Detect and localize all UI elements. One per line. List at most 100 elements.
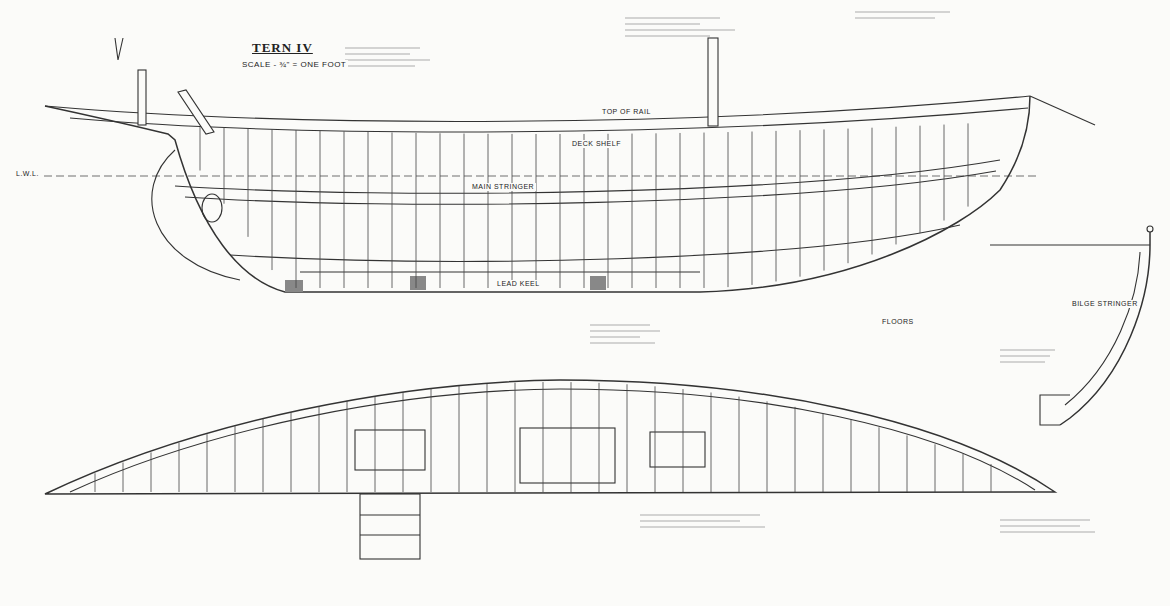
ballast-block <box>410 276 426 290</box>
deck-line <box>70 108 1028 132</box>
waterline-label: L.W.L. <box>14 170 41 178</box>
ballast-block <box>285 280 303 292</box>
deck-beam <box>711 392 712 492</box>
ballast-block <box>590 276 606 290</box>
frame-line <box>248 128 249 236</box>
deck-beam <box>991 464 992 492</box>
deck-beam <box>823 413 824 492</box>
deck-beam <box>571 382 572 492</box>
frames <box>200 123 968 288</box>
frame-line <box>704 133 705 288</box>
sheer-clamp <box>70 389 1035 492</box>
part-label: LEAD KEEL <box>495 280 542 288</box>
deck-beam <box>263 419 264 492</box>
frame-line <box>944 125 945 221</box>
note-blocks <box>345 12 1095 532</box>
frame-line <box>440 133 441 288</box>
deck-beam <box>515 383 516 492</box>
deck-beam <box>907 435 908 492</box>
frame-line <box>800 130 801 276</box>
bilge-stringer <box>230 225 960 261</box>
frame-line <box>968 123 969 206</box>
companionway-steps <box>360 515 420 535</box>
frame-line <box>200 127 201 171</box>
deck-beam <box>655 386 656 492</box>
frame-line <box>752 132 753 285</box>
part-label: FLOORS <box>880 318 916 326</box>
mainmast <box>708 38 718 126</box>
part-label: DECK SHELF <box>570 140 623 148</box>
deck-beam <box>179 443 180 492</box>
deck-beam <box>963 454 964 492</box>
deck-beam <box>123 462 124 492</box>
flag-staff <box>115 38 123 60</box>
frame-line <box>920 126 921 233</box>
deck-beam <box>683 389 684 492</box>
section-keel <box>1040 395 1070 425</box>
deck-beam <box>375 396 376 492</box>
frame-line <box>680 133 681 288</box>
frame-line <box>656 133 657 288</box>
frame-line <box>224 128 225 204</box>
scale-note: SCALE - ¾" = ONE FOOT <box>240 60 348 70</box>
hatch <box>355 430 425 470</box>
section-frame <box>1065 252 1140 405</box>
section-hull <box>1060 232 1150 425</box>
deck-beam <box>935 444 936 492</box>
deck-beam <box>879 427 880 492</box>
stringer <box>175 160 1000 193</box>
frame-line <box>536 134 537 288</box>
rail-cap <box>1147 226 1153 232</box>
frame-line <box>392 132 393 288</box>
frame-line <box>560 134 561 288</box>
frame-line <box>416 133 417 288</box>
frame-line <box>896 127 897 245</box>
bowsprit <box>1030 96 1095 125</box>
deck-beam <box>95 473 96 492</box>
deck-beams <box>95 382 991 492</box>
deck-beam <box>291 412 292 492</box>
deck-beam <box>347 401 348 492</box>
deck-beam <box>543 382 544 492</box>
deck-beam <box>151 452 152 492</box>
frame-line <box>368 132 369 288</box>
midship-section <box>990 226 1153 425</box>
keel-line <box>300 271 700 272</box>
frame-line <box>488 134 489 288</box>
frame-line <box>608 134 609 288</box>
cabin-opening <box>520 428 615 483</box>
deck-beam <box>207 434 208 492</box>
deck-plan <box>45 380 1055 559</box>
frame-line <box>824 129 825 270</box>
deck-beam <box>627 384 628 492</box>
frame-line <box>776 131 777 282</box>
rudder-outline <box>152 150 240 280</box>
frame-line <box>728 132 729 287</box>
deck-beam <box>459 386 460 492</box>
frame-line <box>296 130 297 288</box>
companionway <box>360 494 420 559</box>
hull-outline <box>45 96 1030 292</box>
frame-line <box>320 131 321 288</box>
deck-beam <box>431 389 432 492</box>
part-label: TOP OF RAIL <box>600 108 653 116</box>
deck-beam <box>739 397 740 492</box>
hull-profile <box>20 38 1095 292</box>
deck-outline <box>45 380 1055 494</box>
deck-beam <box>795 407 796 492</box>
deck-beam <box>487 384 488 492</box>
frame-line <box>344 131 345 288</box>
frame-line <box>584 134 585 288</box>
deck-beam <box>767 401 768 492</box>
frame-line <box>512 134 513 288</box>
frame-line <box>872 128 873 255</box>
hatch <box>650 432 705 467</box>
mast-step <box>178 90 214 134</box>
frame-line <box>632 134 633 288</box>
frame-line <box>272 129 273 270</box>
part-label: BILGE STRINGER <box>1070 300 1140 308</box>
frame-line <box>464 134 465 288</box>
deck-beam <box>851 420 852 492</box>
section-deck <box>990 244 1150 245</box>
